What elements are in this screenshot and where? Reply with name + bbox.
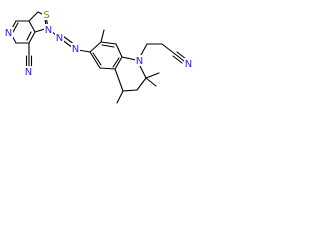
bond-lines (9, 11, 187, 104)
azo-nitrogen-2-label: N (72, 44, 79, 55)
pyridine-nitrogen-label: N (5, 28, 12, 39)
sulfur-label: S (43, 10, 49, 21)
isothiazole-nitrogen-label: N (45, 25, 52, 36)
nitrile-nitrogen-right-label: N (185, 59, 192, 70)
nitrile-nitrogen-left-label: N (25, 67, 32, 78)
azo-nitrogen-1-label: N (56, 33, 63, 44)
atom-labels: S N N N N N N N (4, 9, 193, 78)
quinoline-nitrogen-label: N (136, 56, 143, 67)
chemical-structure: S N N N N N N N (4, 9, 193, 104)
